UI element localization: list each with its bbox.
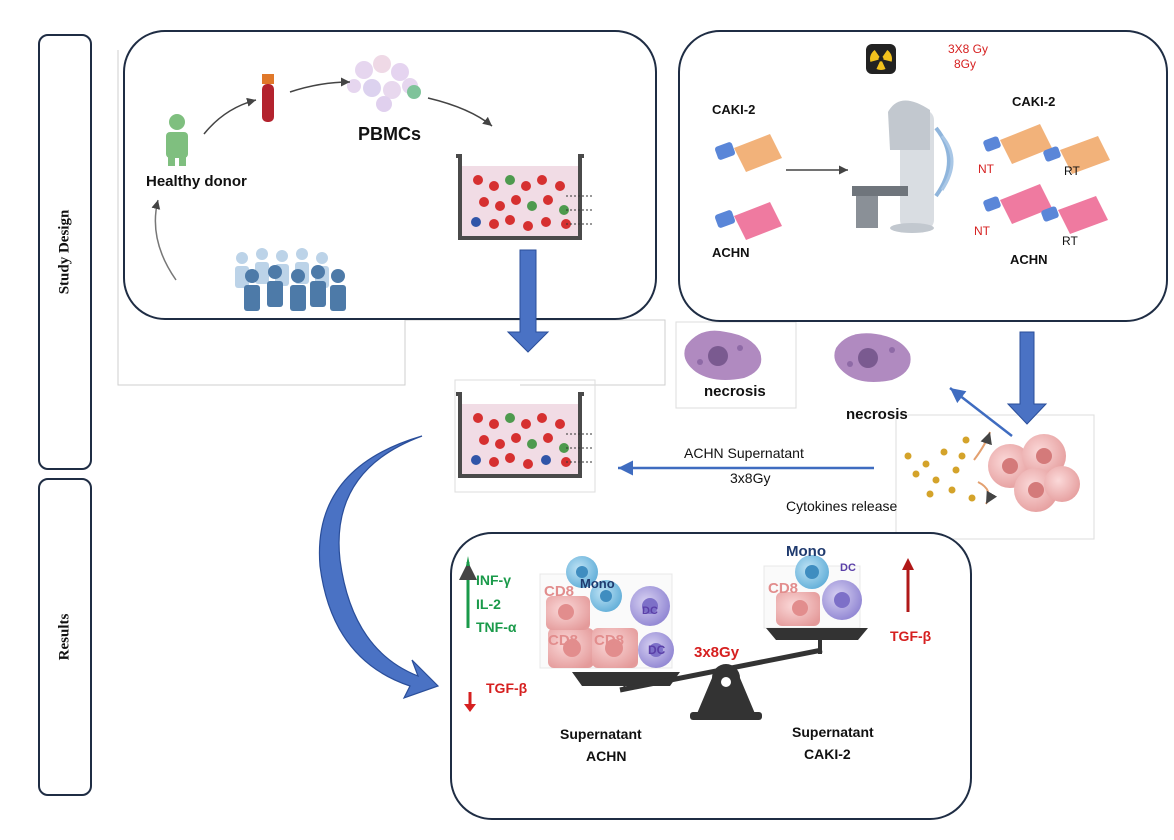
- achn-flask-icon: [714, 202, 782, 240]
- necrosis-cell-left: [684, 330, 762, 380]
- results-panel: [450, 532, 972, 820]
- achn-rt-flask: [1041, 196, 1108, 234]
- right-cell-pile: [776, 555, 862, 626]
- necrosis-right-label: necrosis: [846, 406, 908, 423]
- caki2-rt-flask: [1043, 136, 1110, 174]
- rt-bottom-label: RT: [1062, 234, 1078, 248]
- nt-bottom-label: NT: [974, 224, 990, 238]
- culture-well-middle: [456, 392, 592, 478]
- healthy-donor-label: Healthy donor: [146, 173, 247, 190]
- cd8-label-2: CD8: [548, 632, 579, 649]
- necrosis-left-label: necrosis: [704, 383, 766, 400]
- dose-label-1: 3X8 Gy: [948, 42, 989, 56]
- caki2-flask-icon: [714, 134, 782, 172]
- healthy-donor-icon: [166, 114, 188, 166]
- nt-top-label: NT: [978, 162, 994, 176]
- down-arrow-irradiation: [1006, 331, 1048, 425]
- radiotherapy-machine-icon: [852, 100, 954, 233]
- cd8-label-4: CD8: [768, 580, 799, 597]
- cd8-label-1: CD8: [544, 583, 575, 600]
- curved-arrow-results: [318, 435, 440, 700]
- rt-top-label: RT: [1064, 164, 1080, 178]
- left-cell-pile: [546, 556, 674, 668]
- mono-left-label: Mono: [580, 576, 615, 591]
- donor-crowd-icon: [235, 248, 346, 311]
- pbmc-cells-icon: [347, 55, 421, 112]
- caki2-nt-flask: [983, 124, 1052, 164]
- achn-right-label: ACHN: [1010, 252, 1048, 267]
- caki2-right-label: CAKI-2: [1012, 94, 1056, 109]
- dc-label-1: DC: [642, 605, 658, 617]
- supernatant-achn-label-1: Supernatant: [560, 726, 642, 742]
- pbmcs-label: PBMCs: [358, 124, 422, 144]
- il2-label: IL-2: [476, 596, 501, 612]
- down-arrow-well: [506, 249, 550, 353]
- dose-label-2: 8Gy: [954, 57, 977, 71]
- blood-tube-icon: [262, 74, 274, 122]
- results-tab: Results: [38, 478, 92, 796]
- achn-left-label: ACHN: [712, 245, 750, 260]
- dc-label-3: DC: [840, 562, 856, 574]
- dose-3x8gy-label: 3x8Gy: [694, 644, 740, 661]
- inf-gamma-label: INF-γ: [476, 572, 511, 588]
- achn-nt-flask: [983, 184, 1052, 224]
- cytokine-dots: [904, 436, 976, 502]
- necrosis-cell-right: [834, 333, 911, 382]
- supernatant-achn-label-2: ACHN: [586, 748, 627, 764]
- supernatant-label-2: 3x8Gy: [730, 470, 771, 486]
- tumor-cell-cluster: [988, 434, 1080, 512]
- dc-label-2: DC: [648, 643, 666, 657]
- tnf-alpha-label: TNF-α: [476, 619, 517, 635]
- mono-right-label: Mono: [786, 543, 826, 560]
- cytokines-label: Cytokines release: [786, 498, 898, 514]
- tgf-beta-left-label: TGF-β: [486, 680, 528, 696]
- cd8-label-3: CD8: [594, 632, 625, 649]
- study-design-tab: Study Design: [38, 34, 92, 470]
- culture-well-top: [456, 154, 594, 240]
- caki2-left-label: CAKI-2: [712, 102, 756, 117]
- supernatant-label-1: ACHN Supernatant: [684, 445, 804, 461]
- radiation-icon: [866, 44, 896, 74]
- supernatant-caki2-label-2: CAKI-2: [804, 746, 851, 762]
- balance-scale: [572, 628, 868, 720]
- supernatant-caki2-label-1: Supernatant: [792, 724, 874, 740]
- tgf-beta-right-label: TGF-β: [890, 628, 932, 644]
